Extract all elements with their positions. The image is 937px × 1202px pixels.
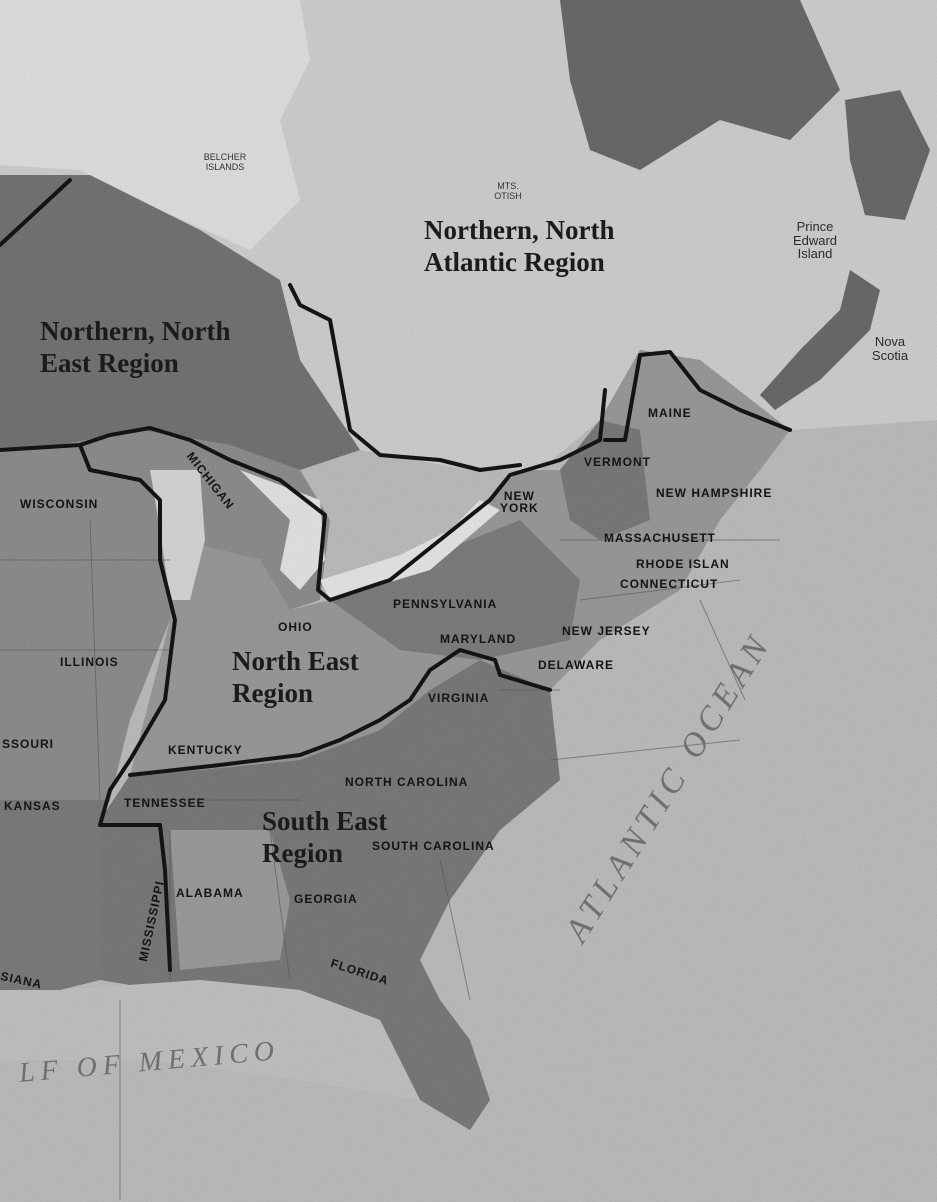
lake-michigan: [150, 470, 205, 600]
state-label-alabama: ALABAMA: [176, 886, 244, 900]
hudson-bay: [0, 0, 310, 250]
region-label-south-east: South East Region: [262, 806, 388, 868]
state-label-south-carolina: SOUTH CAROLINA: [372, 839, 495, 853]
ontario-land: [0, 175, 360, 470]
state-label-illinois: ILLINOIS: [60, 655, 119, 669]
west-land: [0, 800, 110, 990]
lake-erie: [320, 500, 500, 600]
state-label-maine: MAINE: [648, 406, 692, 420]
state-label-kentucky: KENTUCKY: [168, 743, 243, 757]
state-label-georgia: GEORGIA: [294, 892, 358, 906]
region-label-north-east: North East Region: [232, 646, 359, 708]
feature-label-belcher-islands: BELCHER ISLANDS: [203, 152, 247, 172]
province-label-nova-scotia: Nova Scotia: [871, 334, 909, 363]
region-label-northern-north-atlantic: Northern, North Atlantic Region: [424, 215, 615, 277]
state-label-delaware: DELAWARE: [538, 658, 615, 672]
gulf-coast: [0, 980, 420, 1100]
state-label-wisconsin: WISCONSIN: [20, 497, 99, 511]
state-label-pennsylvania: PENNSYLVANIA: [393, 597, 498, 611]
state-label-kansas: KANSAS: [4, 799, 61, 813]
nova-scotia-land: [760, 270, 880, 410]
newfoundland: [845, 90, 930, 220]
region-boundaries: [0, 178, 792, 972]
state-label-new-hampshire: NEW HAMPSHIRE: [656, 486, 773, 500]
mid-atlantic-land: [330, 520, 580, 660]
state-label-missouri: SSOURI: [2, 737, 55, 751]
state-label-vermont: VERMONT: [584, 455, 651, 469]
region-label-northern-north-east: Northern, North East Region: [40, 316, 231, 378]
state-label-new-jersey: NEW JERSEY: [562, 624, 651, 638]
state-label-north-carolina: NORTH CAROLINA: [345, 775, 469, 789]
state-label-connecticut: CONNECTICUT: [620, 577, 719, 591]
province-label-prince-edward-island: Prince Edward Island: [792, 219, 838, 262]
state-label-maryland: MARYLAND: [440, 632, 517, 646]
midwest-land: [0, 430, 330, 800]
state-label-massachusetts: MASSACHUSETT: [604, 531, 717, 545]
state-label-rhode-island: RHODE ISLAN: [636, 557, 730, 571]
southeast-us-land: [100, 660, 560, 1130]
labrador: [560, 0, 840, 170]
state-label-virginia: VIRGINIA: [428, 691, 490, 705]
state-label-new-york: NEW YORK: [500, 489, 539, 515]
state-label-ohio: OHIO: [278, 620, 313, 634]
state-label-tennessee: TENNESSEE: [124, 796, 206, 810]
feature-label-mts-otish: MTS. OTISH: [494, 181, 522, 201]
alabama-land: [170, 830, 290, 970]
